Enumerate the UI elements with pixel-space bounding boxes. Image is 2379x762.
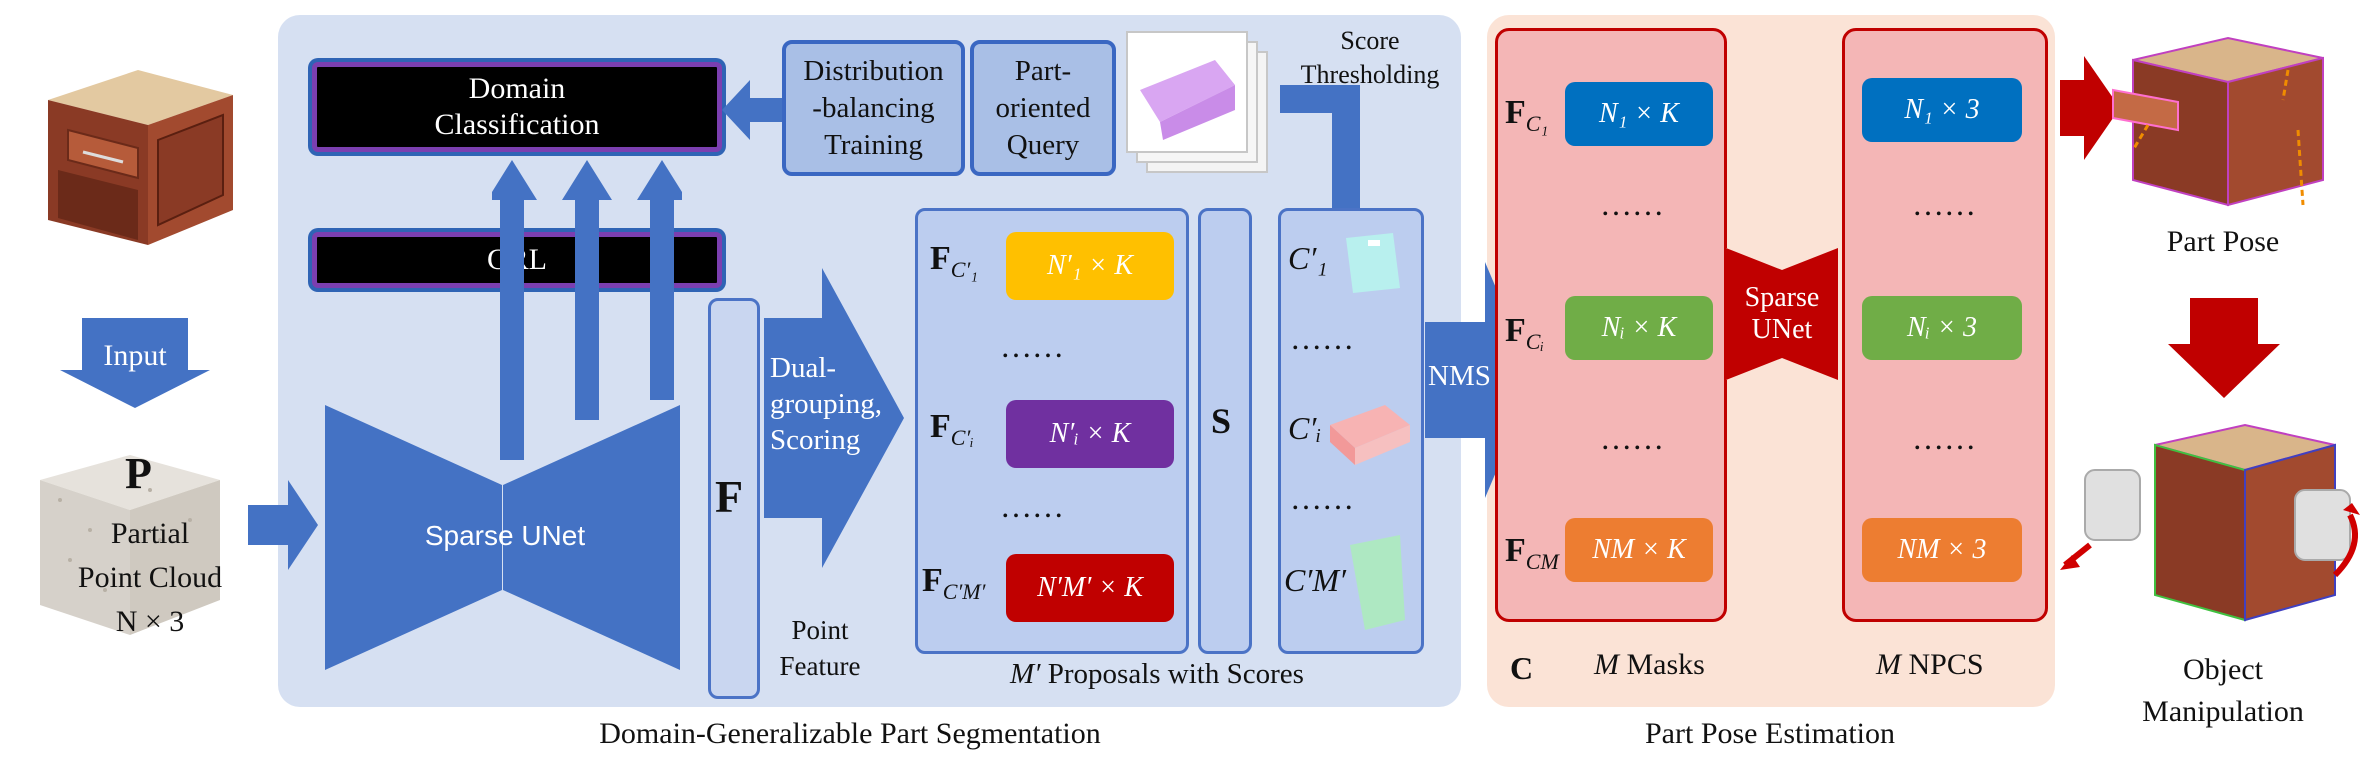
- domain-classification-box: Domain Classification: [312, 62, 722, 152]
- pose-to-manipulation-arrow: [2168, 298, 2280, 398]
- proposal-i-pill: N′ᵢ × K: [1006, 400, 1174, 468]
- mask-m-pill: NM × K: [1565, 518, 1713, 582]
- npcs-dots-1: ……: [1912, 186, 1976, 222]
- mask-dots-1: ……: [1600, 186, 1664, 222]
- distribution-balancing-training-box: Distribution -balancing Training: [782, 40, 965, 176]
- proposal-1-pill: N′₁ × K: [1006, 232, 1174, 300]
- npcs-m-pill: NM × 3: [1862, 518, 2022, 582]
- nms-label: NMS: [1428, 360, 1491, 392]
- proposal-dots-2: ……: [1000, 488, 1064, 524]
- instance-i-image: [1330, 405, 1410, 465]
- cabinet-image: [48, 70, 233, 245]
- object-manipulation-label-1: Object: [2183, 653, 2263, 686]
- npcs-i-pill: Nᵢ × 3: [1862, 296, 2022, 360]
- mask-i-f: FCᵢ: [1505, 312, 1544, 354]
- sparse-unet-label: Sparse UNet: [424, 520, 586, 551]
- cloud-label-point-cloud: Point Cloud: [77, 561, 223, 594]
- c-label: C: [1510, 650, 1534, 686]
- input-arrow: [60, 318, 210, 408]
- pose-sparse-unet-shape: [1726, 248, 1838, 380]
- instance-1-image: [1346, 233, 1400, 293]
- score-thresholding-arrow: [1280, 85, 1360, 210]
- instance-m-image: [1350, 535, 1405, 630]
- part-pose-label: Part Pose: [2166, 225, 2280, 258]
- s-label: S: [1211, 401, 1232, 441]
- proposal-dots-1: ……: [1000, 328, 1064, 364]
- instance-dots-1: ……: [1290, 320, 1354, 356]
- partial-point-cloud-image: [40, 455, 220, 635]
- npcs-to-pose-arrow: [2060, 56, 2120, 160]
- part-oriented-query-box: Part- oriented Query: [970, 40, 1116, 176]
- input-to-unet-arrow: [248, 480, 318, 570]
- cloud-label-shape: N × 3: [115, 605, 185, 638]
- sparse-unet-shape: [325, 405, 680, 670]
- mask-1-pill: N₁ × K: [1565, 82, 1713, 146]
- npcs-1-pill: N₁ × 3: [1862, 78, 2022, 142]
- instance-dots-2: ……: [1290, 480, 1354, 516]
- proposal-m-pill: N′M′ × K: [1006, 554, 1174, 622]
- object-manipulation-image: [2060, 423, 2360, 622]
- input-arrow-label: Input: [103, 339, 167, 372]
- proposal-i-f: FC′ᵢ: [930, 408, 974, 450]
- point-feature-label: Point Feature: [779, 615, 861, 681]
- pose-caption: Part Pose Estimation: [1645, 717, 1895, 750]
- instance-i-label: C′ᵢ: [1288, 410, 1322, 446]
- masks-caption: M Masks: [1594, 648, 1705, 681]
- instance-m-label: C′M′: [1284, 562, 1346, 598]
- object-manipulation-label-2: Manipulation: [2142, 695, 2304, 728]
- mask-1-f: FC₁: [1505, 94, 1549, 136]
- proposal-1-f: FC′₁: [930, 240, 978, 282]
- training-to-domain-arrow: [722, 80, 782, 140]
- proposal-m-f: FC′M′: [922, 562, 986, 604]
- dual-grouping-arrow: [764, 268, 904, 568]
- instance-1-label: C′₁: [1288, 240, 1328, 276]
- npcs-dots-2: ……: [1912, 420, 1976, 456]
- dual-grouping-label: Dual- grouping, Scoring: [770, 352, 882, 456]
- part-pose-cabinet-image: [2112, 36, 2324, 207]
- proposals-caption: M′ Proposals with Scores: [1010, 658, 1304, 690]
- pose-sparse-unet-label: Sparse UNet: [1744, 282, 1820, 345]
- cloud-label-partial: Partial: [110, 517, 190, 550]
- npcs-caption: M NPCS: [1876, 648, 1984, 681]
- grl-to-domain-arrows: [492, 160, 682, 460]
- f-label: F: [715, 471, 744, 522]
- point-feature-column: [708, 298, 760, 699]
- p-label: P: [125, 449, 152, 498]
- mask-dots-2: ……: [1600, 420, 1664, 456]
- segmentation-caption: Domain-Generalizable Part Segmentation: [599, 717, 1101, 750]
- mask-i-pill: Nᵢ × K: [1565, 296, 1713, 360]
- score-column: [1198, 208, 1252, 654]
- score-thresholding-label: Score Thresholding: [1300, 26, 1440, 89]
- mask-m-f: FCM: [1505, 532, 1559, 574]
- part-query-drawer-stack: [1126, 31, 1268, 173]
